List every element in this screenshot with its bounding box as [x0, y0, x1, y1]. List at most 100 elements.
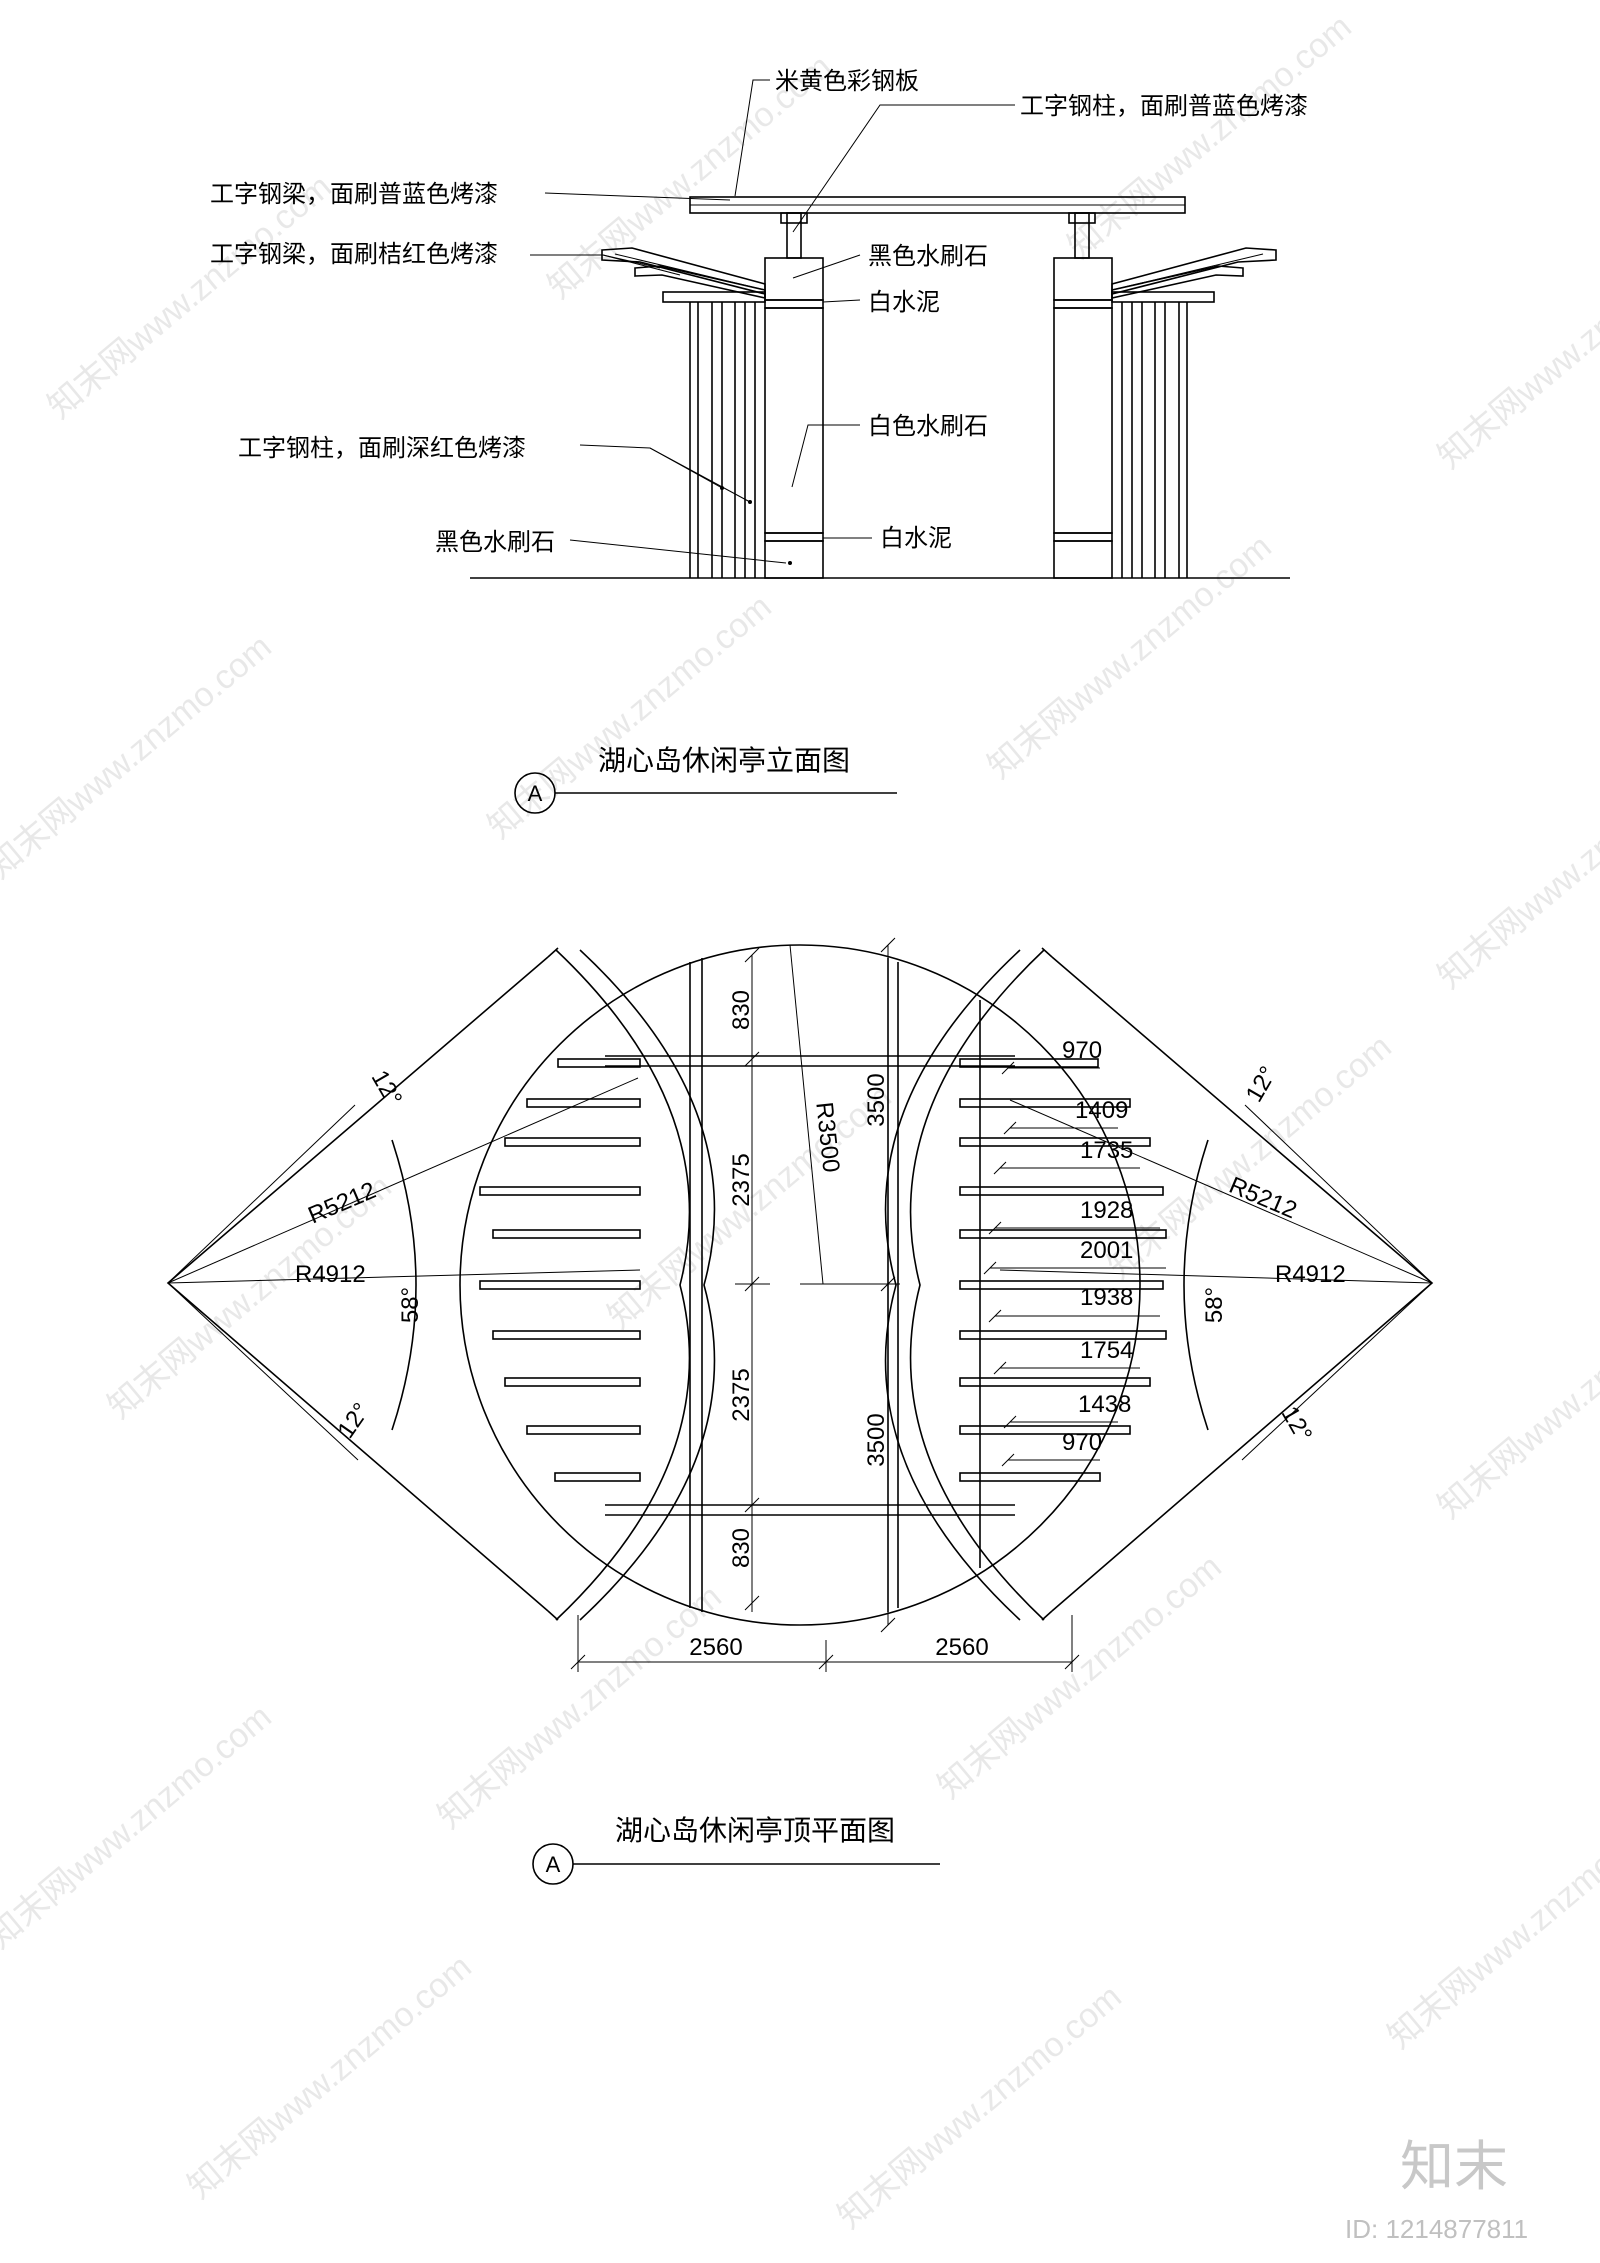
right-r5212-line	[1009, 1099, 1433, 1284]
watermark-text: 知末网www.znzmo.com	[1101, 1028, 1399, 1287]
right-wing-plan	[884, 947, 1434, 1621]
watermark-text: 知末网www.znzmo.com	[1381, 1798, 1600, 2057]
left-slat	[479, 1280, 641, 1290]
leader-cap-cement	[822, 299, 861, 303]
right-slat	[959, 1377, 1151, 1387]
plan-title: 湖心岛休闲亭顶平面图	[615, 1814, 895, 1847]
watermark-text: 知末网www.znzmo.com	[1431, 218, 1600, 477]
watermark-text: 知末网www.znzmo.com	[0, 1698, 279, 1957]
slat-length-label: 1735	[1080, 1137, 1133, 1164]
dim-upper-2375: 2375	[728, 1153, 755, 1206]
slat-dimension-tick	[1003, 1121, 1017, 1135]
left-slat	[492, 1229, 641, 1239]
leader-center-column	[792, 104, 1015, 233]
leader-cap-stone	[792, 254, 861, 279]
watermark-text: 知末网www.znzmo.com	[1431, 1268, 1600, 1527]
plan-marker: A	[546, 1852, 561, 1877]
left-cap-stone	[764, 257, 824, 301]
dim-right-58: 58°	[1201, 1287, 1228, 1323]
right-slat	[959, 1425, 1131, 1435]
left-slat	[526, 1098, 641, 1108]
right-slat	[959, 1229, 1167, 1239]
right-cap-cement	[1053, 299, 1113, 309]
label-white-stone: 白色水刷石	[868, 412, 988, 440]
leader-top-beam	[544, 192, 731, 201]
label-side-column: 工字钢柱，面刷深红色烤漆	[238, 434, 526, 462]
left-r5212-line	[167, 1077, 639, 1284]
label-roof-panel: 米黄色彩钢板	[775, 67, 919, 95]
right-slat	[959, 1472, 1101, 1482]
right-slat	[959, 1137, 1151, 1147]
slat-length-label: 1409	[1075, 1097, 1128, 1124]
label-base-stone: 黑色水刷石	[435, 528, 555, 556]
right-wing-arc-outer	[909, 949, 1045, 1621]
watermark-text: 知末网www.znzmo.com	[0, 628, 279, 887]
watermark-text: 知末网www.znzmo.com	[981, 528, 1279, 787]
left-post-flange	[780, 212, 808, 224]
left-slat	[504, 1377, 641, 1387]
right-slat-dimension-lines	[983, 1061, 1166, 1467]
right-wing-arc-inner	[884, 949, 1021, 1621]
watermark-text: 知末网www.znzmo.com	[1061, 8, 1359, 267]
slat-dimension-tick	[1001, 1453, 1015, 1467]
label-cap-cement: 白水泥	[868, 288, 940, 316]
dim-right-12-top: 12°	[1241, 1062, 1283, 1107]
leader-side-column	[579, 444, 751, 503]
label-base-cement: 白水泥	[880, 524, 952, 552]
image-id: ID: 1214877811	[1345, 2214, 1528, 2244]
elevation-marker: A	[528, 781, 543, 806]
plan-drawing	[166, 937, 1434, 1672]
watermark-text: 知末网www.znzmo.com	[481, 588, 779, 847]
r3500-radius-line	[789, 944, 824, 1285]
watermark-text: 知末网www.znzmo.com	[831, 1978, 1129, 2237]
slat-dimension-tick	[988, 1221, 1002, 1235]
label-top-beam: 工字钢梁，面刷普蓝色烤漆	[210, 180, 498, 208]
left-slat	[504, 1137, 641, 1147]
dim-right-r4912: R4912	[1275, 1261, 1346, 1288]
left-side-columns	[662, 291, 766, 578]
dim-left-58: 58°	[397, 1287, 424, 1323]
right-slat	[959, 1280, 1164, 1290]
label-side-beam: 工字钢梁，面刷桔红色烤漆	[210, 240, 498, 268]
elevation-drawing	[470, 196, 1290, 579]
slat-length-label: 1438	[1078, 1391, 1131, 1418]
slat-length-label: 2001	[1080, 1237, 1133, 1264]
elevation-title-block: A 湖心岛休闲亭立面图	[514, 744, 897, 814]
left-slat	[526, 1425, 641, 1435]
watermark-text: 知末网www.znzmo.com	[181, 1948, 479, 2207]
left-slat	[479, 1186, 641, 1196]
slat-length-label: 970	[1062, 1037, 1102, 1064]
right-r4912-line	[999, 1269, 1433, 1284]
left-slat	[554, 1472, 641, 1482]
elevation-title: 湖心岛休闲亭立面图	[598, 744, 850, 777]
dim-left-12-bottom: 12°	[332, 1398, 375, 1443]
left-white-stone-column	[764, 307, 824, 534]
label-center-column: 工字钢柱，面刷普蓝色烤漆	[1020, 92, 1308, 120]
dim-left-r4912: R4912	[295, 1261, 366, 1288]
right-slat	[959, 1058, 1099, 1068]
left-base-stone	[764, 540, 824, 579]
left-wing-beams	[601, 247, 766, 299]
slat-dimension-tick	[1003, 1415, 1017, 1429]
dim-lower-2375: 2375	[728, 1368, 755, 1421]
vertical-dim-chain-2375	[735, 947, 770, 1612]
left-r4912-line	[167, 1269, 641, 1284]
width-dimensions	[570, 1615, 1080, 1672]
slat-length-label: 1754	[1080, 1337, 1133, 1364]
left-wing-arc-inner	[579, 949, 716, 1621]
left-wing-arc-58	[391, 1139, 417, 1431]
right-wing-beams	[1111, 247, 1277, 299]
watermark-text: 知末网www.znzmo.com	[1431, 738, 1600, 997]
slat-dimension-tick	[983, 1261, 997, 1275]
dim-width-left: 2560	[689, 1634, 742, 1661]
dim-lower-3500: 3500	[863, 1413, 890, 1466]
slat-length-label: 970	[1062, 1429, 1102, 1456]
dim-bottom-830: 830	[728, 1528, 755, 1568]
leader-white-stone	[791, 424, 860, 488]
left-wing-slats	[479, 1058, 641, 1482]
slat-dimension-tick	[993, 1161, 1007, 1175]
